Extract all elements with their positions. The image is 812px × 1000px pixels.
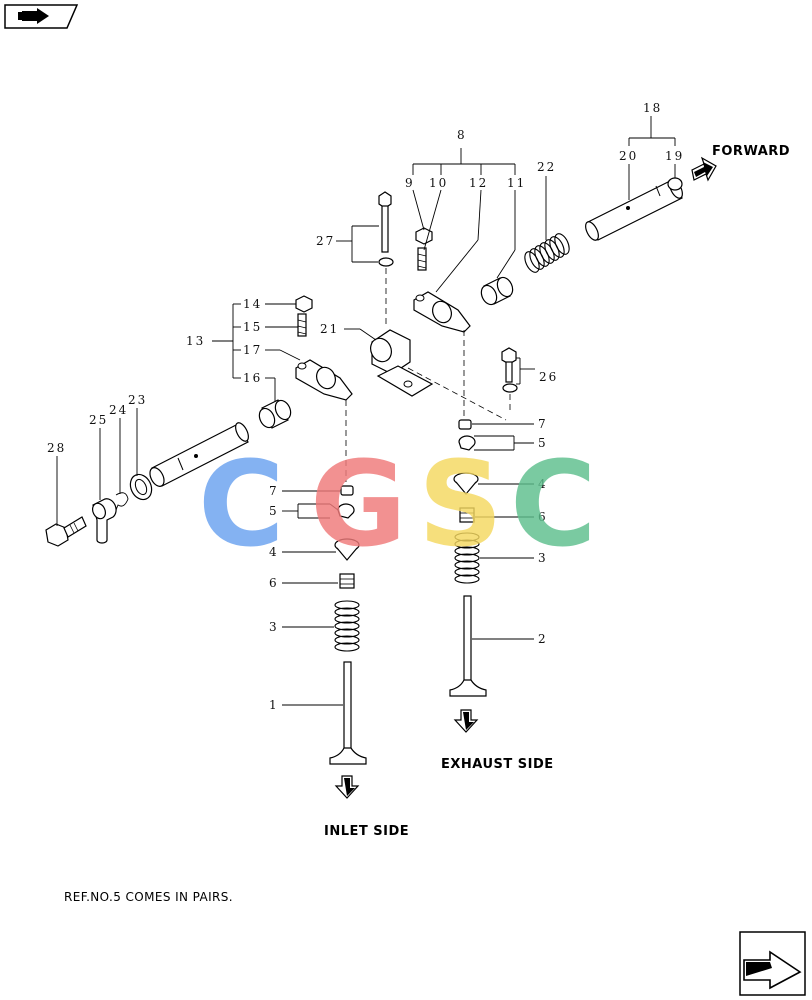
shaft-spacer-rear [480,276,514,306]
callout-1: 1 [269,698,279,712]
callout-6-exhaust: 6 [538,510,548,524]
spring-retainer-exhaust [453,472,479,495]
forward-label: FORWARD [712,144,790,159]
forward-arrow-icon [691,156,717,182]
snap-pin [113,492,129,516]
exhaust-side-label: EXHAUST SIDE [441,757,554,772]
rocker-shaft-front [149,422,249,487]
callout-10: 10 [429,176,448,190]
callout-28: 28 [47,441,66,455]
callout-3-exhaust: 3 [538,551,548,565]
valve-cotter-inlet [337,503,355,519]
shaft-plug [667,177,683,191]
callout-2: 2 [538,632,548,646]
prev-arrow-icon[interactable] [4,4,79,29]
valve-cotter-exhaust [458,435,476,451]
watermark-letter-3: S [418,435,503,573]
callout-7-inlet: 7 [269,484,279,498]
rocker-support [370,329,434,397]
callout-7-exhaust: 7 [538,417,548,431]
rocker-arm-inlet [295,359,353,401]
callout-14: 14 [243,297,262,311]
spring-retainer-inlet [334,538,360,561]
callout-24: 24 [109,403,128,417]
valve-spring-exhaust [454,532,480,584]
valve-cap-inlet [340,485,354,496]
callout-20: 20 [619,149,638,163]
callout-6-inlet: 6 [269,576,279,590]
note-text: REF.NO.5 COMES IN PAIRS. [64,890,233,904]
valve-seal-exhaust [459,507,475,523]
callout-5-inlet: 5 [269,504,279,518]
shaft-washer [129,473,153,501]
callout-15: 15 [243,320,262,334]
callout-26: 26 [539,370,558,384]
shaft-bolt [45,516,87,547]
callout-5-exhaust: 5 [538,436,548,450]
callout-17: 17 [243,343,262,357]
callout-12: 12 [469,176,488,190]
callout-11: 11 [507,176,526,190]
valve-cap-exhaust [458,419,472,430]
lock-nut-exhaust [415,227,433,245]
rocker-arm-exhaust [413,291,471,333]
next-arrow-icon[interactable] [739,931,806,996]
callout-4-inlet: 4 [269,545,279,559]
watermark-letter-2: G [310,435,407,573]
valve-seal-inlet [339,573,355,589]
adjust-screw-exhaust [417,247,427,271]
inlet-direction-arrow-icon [334,775,360,799]
callout-19: 19 [665,149,684,163]
adjust-screw-inlet [297,313,307,337]
inlet-valve [329,661,367,765]
callout-27: 27 [316,234,335,248]
exhaust-valve [449,595,487,697]
watermark-letter-1: C [198,435,285,573]
inlet-side-label: INLET SIDE [324,824,409,839]
support-bolt-rear [501,347,518,393]
callout-23: 23 [128,393,147,407]
callout-18: 18 [643,101,662,115]
valve-spring-inlet [334,600,360,652]
callout-25: 25 [89,413,108,427]
shaft-spacer-front [258,399,292,429]
exhaust-direction-arrow-icon [453,709,479,733]
callout-3-inlet: 3 [269,620,279,634]
callout-21: 21 [320,322,339,336]
shaft-spring [524,233,570,273]
callout-13: 13 [186,334,205,348]
watermark: C G S C [198,435,597,573]
callout-4-exhaust: 4 [538,477,548,491]
callout-22: 22 [537,160,556,174]
callout-16: 16 [243,371,262,385]
watermark-letter-4: C [510,435,597,573]
callout-8: 8 [457,128,467,142]
shaft-end-bracket [91,498,117,544]
callout-9: 9 [405,176,415,190]
support-bolt [378,191,394,267]
lock-nut-inlet [295,295,313,313]
